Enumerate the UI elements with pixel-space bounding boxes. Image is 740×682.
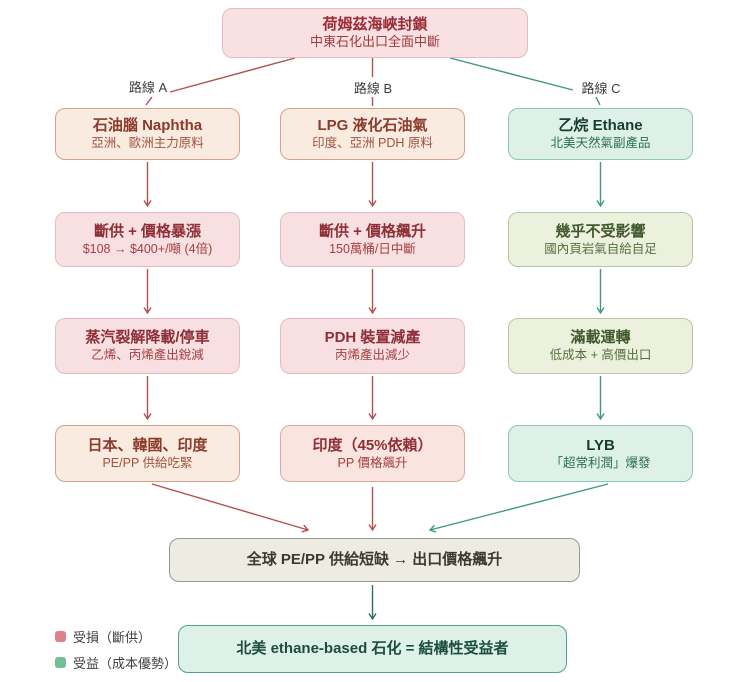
- box-title: 石油腦 Naphtha: [92, 117, 203, 135]
- box-subtitle: 北美天然氣副產品: [550, 136, 651, 151]
- box-c3-full-operation: 滿載運轉 低成本 + 高價出口: [508, 318, 693, 374]
- box-title: 斷供 + 價格飆升: [318, 222, 427, 240]
- legend-item-benefit: 受益（成本優勢）: [55, 653, 177, 672]
- box-title: 日本、韓國、印度: [87, 436, 208, 454]
- box-hormuz-blockade: 荷姆茲海峽封鎖 中東石化出口全面中斷: [222, 8, 528, 58]
- box-b1-lpg: LPG 液化石油氣 印度、亞洲 PDH 原料: [280, 108, 465, 160]
- benefit-color-swatch: [55, 657, 66, 668]
- damage-color-swatch: [55, 631, 66, 642]
- box-a2-supply-cut-price-surge: 斷供 + 價格暴漲 $108 → $400+/噸 (4倍): [55, 212, 240, 267]
- box-title: 乙烷 Ethane: [558, 117, 643, 135]
- box-title: 斷供 + 價格暴漲: [93, 222, 202, 240]
- box-title: LYB: [586, 436, 615, 454]
- legend-label: 受損（斷供）: [73, 630, 152, 645]
- box-c2-unaffected: 幾乎不受影響 國內頁岩氣自給自足: [508, 212, 693, 267]
- legend: 受損（斷供） 受益（成本優勢）: [55, 627, 177, 672]
- box-subtitle: 「超常利潤」爆發: [550, 455, 651, 470]
- box-subtitle: 印度、亞洲 PDH 原料: [312, 136, 433, 151]
- box-subtitle: 亞洲、歐洲主力原料: [91, 136, 204, 151]
- box-subtitle: PP 價格飆升: [337, 455, 408, 470]
- box-title: 滿載運轉: [570, 329, 631, 347]
- box-subtitle: 低成本 + 高價出口: [549, 348, 652, 363]
- box-a4-japan-korea-india: 日本、韓國、印度 PE/PP 供給吃緊: [55, 425, 240, 482]
- legend-label: 受益（成本優勢）: [73, 656, 178, 671]
- box-a3-steam-cracker-shutdown: 蒸汽裂解降載/停車 乙烯、丙烯產出銳減: [55, 318, 240, 374]
- box-c4-lyb-windfall: LYB 「超常利潤」爆發: [508, 425, 693, 482]
- box-b4-india-dependence: 印度（45%依賴） PP 價格飆升: [280, 425, 465, 482]
- box-title: PDH 裝置減產: [324, 329, 421, 347]
- box-subtitle: 乙烯、丙烯產出銳減: [91, 348, 204, 363]
- box-title: 印度（45%依賴）: [312, 436, 433, 454]
- route-c-label: 路線 C: [581, 81, 621, 96]
- box-title: 荷姆茲海峽封鎖: [322, 15, 428, 33]
- box-subtitle: 中東石化出口全面中斷: [309, 34, 440, 50]
- box-subtitle: 國內頁岩氣自給自足: [544, 241, 657, 256]
- box-a1-naphtha: 石油腦 Naphtha 亞洲、歐洲主力原料: [55, 108, 240, 160]
- route-b-label: 路線 B: [353, 81, 393, 96]
- box-global-pe-pp-shortage: 全球 PE/PP 供給短缺 → 出口價格飆升: [169, 538, 580, 582]
- route-a-label: 路線 A: [128, 80, 168, 95]
- box-c1-ethane: 乙烷 Ethane 北美天然氣副產品: [508, 108, 693, 160]
- box-subtitle: PE/PP 供給吃緊: [102, 455, 193, 470]
- box-title: 北美 ethane-based 石化 = 結構性受益者: [236, 640, 509, 658]
- box-title: 全球 PE/PP 供給短缺 → 出口價格飆升: [246, 551, 503, 569]
- box-subtitle: 丙烯產出減少: [334, 348, 410, 363]
- box-title: 蒸汽裂解降載/停車: [85, 329, 210, 347]
- box-b3-pdh-reduction: PDH 裝置減產 丙烯產出減少: [280, 318, 465, 374]
- box-title: LPG 液化石油氣: [317, 117, 428, 135]
- box-b2-supply-cut-price-spike: 斷供 + 價格飆升 150萬桶/日中斷: [280, 212, 465, 267]
- legend-item-damage: 受損（斷供）: [55, 627, 177, 646]
- box-north-america-beneficiary: 北美 ethane-based 石化 = 結構性受益者: [178, 625, 567, 673]
- box-title: 幾乎不受影響: [555, 222, 646, 240]
- box-subtitle: $108 → $400+/噸 (4倍): [82, 241, 213, 256]
- box-subtitle: 150萬桶/日中斷: [329, 241, 416, 256]
